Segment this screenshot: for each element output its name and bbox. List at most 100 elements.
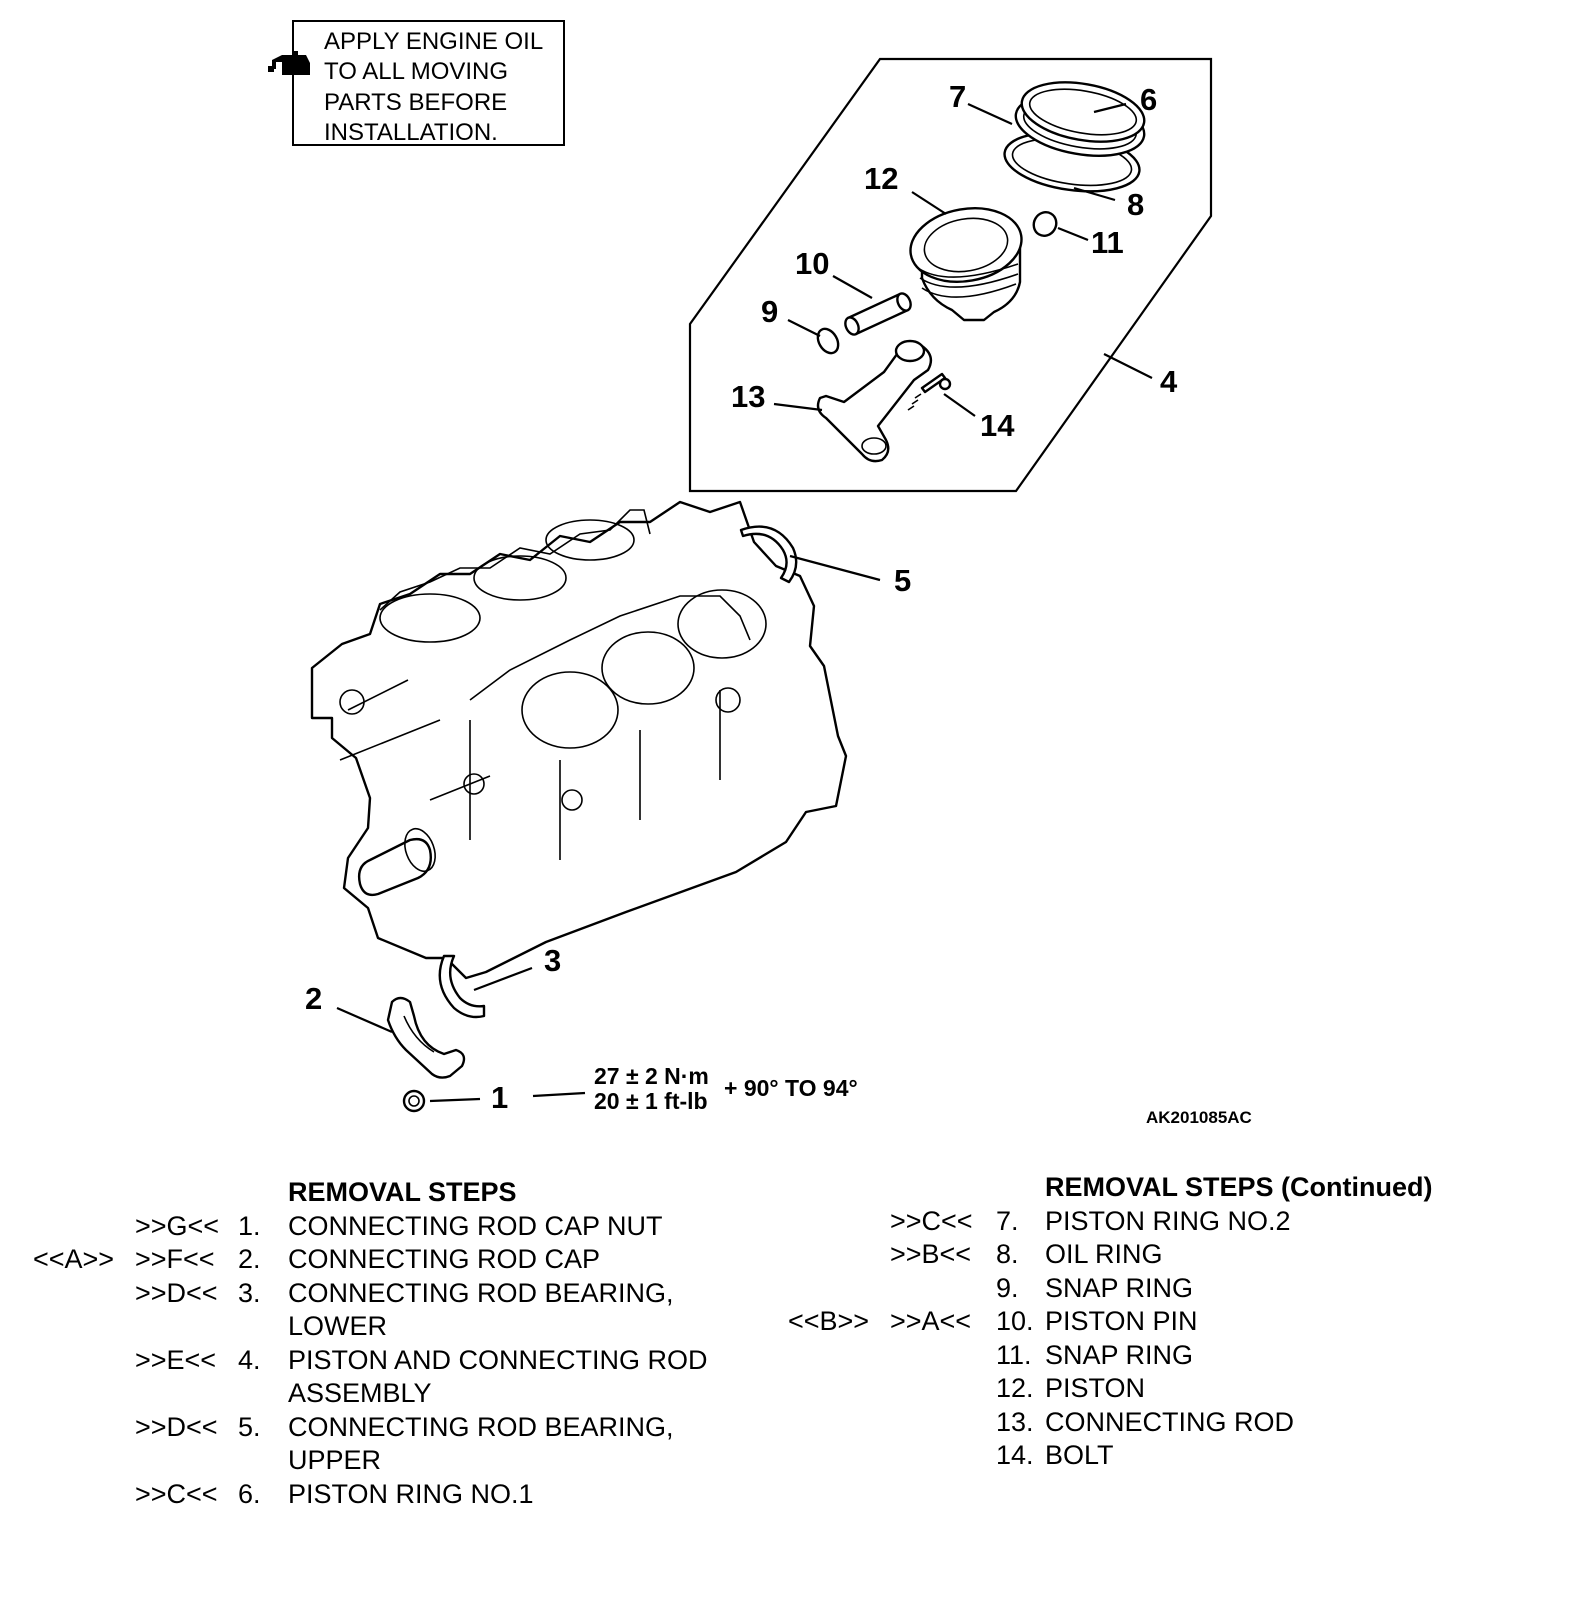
removal-step-row: >>B<< 8. OIL RING — [760, 1238, 1580, 1271]
removal-step-row: 9. SNAP RING — [760, 1272, 1580, 1305]
step-text: PISTON — [1045, 1373, 1146, 1403]
step-removal-mark: >>C<< — [135, 1478, 218, 1509]
step-text-continued: UPPER — [288, 1445, 382, 1475]
bearing-upper — [739, 525, 798, 584]
callout-7: 7 — [949, 79, 966, 114]
step-text: SNAP RING — [1045, 1272, 1194, 1303]
figure-id: AK201085AC — [1146, 1108, 1252, 1127]
snap-ring-9 — [816, 327, 840, 355]
torque-imperial: 20 ± 1 ft-lb — [594, 1088, 708, 1114]
note-line-4: INSTALLATION. — [324, 119, 498, 146]
step-text-continued: ASSEMBLY — [288, 1378, 432, 1408]
removal-steps-continued-header: REMOVAL STEPS (Continued) — [1045, 1172, 1433, 1202]
note-line-2: TO ALL MOVING — [324, 58, 508, 85]
removal-step-row: 11. SNAP RING — [760, 1339, 1580, 1372]
step-number: 5. — [238, 1411, 261, 1442]
step-text: CONNECTING ROD CAP NUT — [288, 1210, 663, 1241]
piston-assembly-frame — [688, 57, 1213, 493]
callout-6: 6 — [1140, 82, 1157, 117]
removal-step-row: >>D<< 3. CONNECTING ROD BEARING, — [0, 1277, 760, 1310]
step-removal-mark: >>D<< — [135, 1411, 218, 1442]
step-text: BOLT — [1045, 1440, 1114, 1470]
step-number: 6. — [238, 1478, 261, 1509]
oil-note-box: APPLY ENGINE OIL TO ALL MOVING PARTS BEF… — [268, 20, 565, 146]
step-number: 13. — [996, 1406, 1034, 1437]
callout-14: 14 — [980, 408, 1015, 443]
connecting-rod — [816, 339, 933, 463]
step-number: 14. — [996, 1440, 1034, 1470]
piston-rings — [1003, 81, 1146, 193]
callout-12: 12 — [864, 161, 898, 196]
removal-step-row: >>D<< 5. CONNECTING ROD BEARING, — [0, 1411, 760, 1444]
removal-step-row: 14. BOLT — [760, 1439, 1580, 1472]
step-removal-mark: >>E<< — [135, 1344, 217, 1375]
oil-can-icon — [268, 51, 310, 75]
leader-lines — [336, 102, 1153, 1103]
step-number: 11. — [996, 1339, 1032, 1370]
callout-13: 13 — [731, 379, 765, 414]
callout-11: 11 — [1091, 225, 1124, 260]
step-removal-mark: >>C<< — [890, 1205, 973, 1236]
step-text: CONNECTING ROD CAP — [288, 1244, 601, 1274]
callout-2: 2 — [305, 981, 322, 1016]
step-text: CONNECTING ROD BEARING, — [288, 1411, 674, 1442]
step-text-continued: LOWER — [288, 1311, 388, 1341]
step-text: SNAP RING — [1045, 1339, 1194, 1370]
removal-step-row: 13.CONNECTING ROD — [760, 1406, 1580, 1439]
step-number: 4. — [238, 1344, 261, 1375]
step-removal-mark: >>D<< — [135, 1277, 218, 1308]
step-number: 8. — [996, 1239, 1019, 1269]
removal-step-row: >>C<< 6. PISTON RING NO.1 — [0, 1478, 760, 1511]
step-install-mark: <<A>> — [33, 1244, 115, 1274]
callout-1: 1 — [491, 1080, 508, 1115]
step-number: 1. — [238, 1210, 261, 1241]
note-line-1: APPLY ENGINE OIL — [324, 28, 543, 55]
step-text: PISTON RING NO.1 — [288, 1478, 534, 1509]
torque-angle: + 90° TO 94° — [724, 1075, 858, 1101]
step-number: 9. — [996, 1272, 1019, 1303]
rod-bolt — [907, 372, 952, 411]
step-number: 10. — [996, 1306, 1034, 1336]
removal-steps-header: REMOVAL STEPS — [288, 1177, 517, 1207]
note-line-3: PARTS BEFORE — [324, 89, 507, 116]
cap-nut — [402, 1089, 426, 1113]
step-number: 12. — [996, 1373, 1034, 1403]
removal-step-row-continued: LOWER — [0, 1310, 760, 1343]
step-removal-mark: >>B<< — [890, 1239, 972, 1269]
callout-8: 8 — [1127, 187, 1144, 222]
removal-steps-left: REMOVAL STEPS >>G<<1.CONNECTING ROD CAP … — [0, 1176, 760, 1516]
step-number: 7. — [996, 1205, 1019, 1236]
step-text: OIL RING — [1045, 1239, 1163, 1269]
removal-steps-right: REMOVAL STEPS (Continued) >>C<< 7. PISTON … — [760, 1171, 1580, 1491]
step-install-mark: <<B>> — [788, 1306, 870, 1336]
removal-step-row-continued: ASSEMBLY — [0, 1377, 760, 1410]
removal-step-row: >>C<< 7. PISTON RING NO.2 — [760, 1205, 1580, 1238]
callout-10: 10 — [795, 246, 829, 281]
callout-4: 4 — [1160, 364, 1178, 399]
step-text: PISTON PIN — [1045, 1306, 1198, 1336]
callout-3: 3 — [544, 943, 561, 978]
removal-step-row: >>E<< 4. PISTON AND CONNECTING ROD — [0, 1344, 760, 1377]
removal-step-row: <<B>> >>A<< 10. PISTON PIN — [760, 1305, 1580, 1338]
torque-metric: 27 ± 2 N·m — [594, 1063, 709, 1089]
step-number: 3. — [238, 1277, 261, 1308]
removal-step-row: <<A>>>>F<<2.CONNECTING ROD CAP — [0, 1243, 760, 1276]
step-text: PISTON RING NO.2 — [1045, 1205, 1291, 1236]
piston-pin — [844, 292, 912, 336]
removal-step-row: >>G<<1.CONNECTING ROD CAP NUT — [0, 1210, 760, 1243]
step-text: PISTON AND CONNECTING ROD — [288, 1344, 708, 1375]
callout-labels: 1 2 3 4 5 6 7 8 9 10 11 12 13 14 — [305, 79, 1178, 1115]
torque-spec: 27 ± 2 N·m 20 ± 1 ft-lb + 90° TO 94° — [594, 1063, 858, 1114]
piston — [909, 207, 1023, 322]
step-removal-mark: >>F<< — [135, 1244, 215, 1274]
removal-step-row-continued: UPPER — [0, 1444, 760, 1477]
engine-block — [310, 500, 848, 980]
removal-step-row: 12. PISTON — [760, 1372, 1580, 1405]
snap-ring-11 — [1032, 211, 1058, 237]
step-removal-mark: >>A<< — [890, 1306, 972, 1336]
callout-5: 5 — [894, 563, 911, 598]
bearing-lower — [438, 954, 486, 1019]
callout-9: 9 — [761, 294, 778, 329]
step-text: CONNECTING ROD BEARING, — [288, 1277, 674, 1308]
